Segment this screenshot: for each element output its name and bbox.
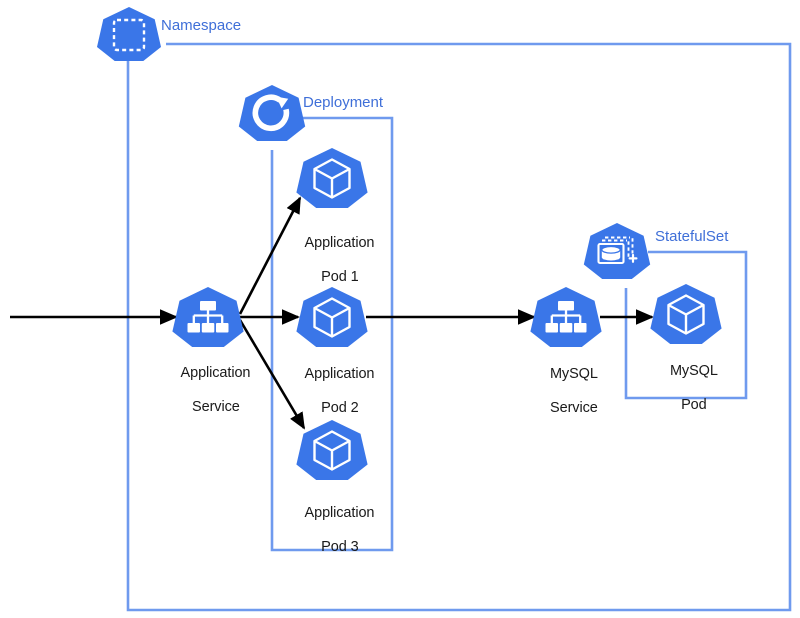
- application-pod-2-label-line1: Application: [304, 366, 375, 382]
- pod-icon-application-pod-3: [296, 420, 368, 480]
- deployment-icon: [238, 85, 306, 141]
- mysql-pod-label: MySQL Pod: [616, 346, 756, 431]
- arrow-application-service-to-pod-3: [238, 319, 306, 430]
- statefulset-boundary: [624, 250, 748, 400]
- mysql-pod-label-line1: MySQL: [669, 363, 718, 379]
- connection-arrows: [10, 196, 655, 430]
- application-pod-3-label-line1: Application: [304, 505, 375, 521]
- deployment-boundary: [270, 116, 394, 552]
- application-pod-2-label-line2: Pod 2: [321, 400, 359, 416]
- application-service-label-line1: Application: [180, 365, 251, 381]
- service-icon-mysql: [530, 287, 602, 347]
- application-service-label: Application Service: [138, 348, 278, 433]
- application-service-label-line2: Service: [192, 399, 240, 415]
- deployment-group-label: Deployment: [303, 94, 384, 111]
- application-pod-1-label-line2: Pod 1: [321, 269, 359, 285]
- application-pod-1-label: Application Pod 1: [262, 218, 402, 303]
- pod-icon-application-pod-2: [296, 287, 368, 347]
- statefulset-icon: [583, 223, 651, 279]
- mysql-service-label-line2: Service: [550, 400, 598, 416]
- arrow-application-service-to-pod-1: [238, 196, 302, 315]
- application-pod-2-label: Application Pod 2: [262, 349, 402, 434]
- application-pod-3-label-line2: Pod 3: [321, 539, 359, 555]
- application-pod-1-label-line1: Application: [304, 235, 375, 251]
- namespace-boundary: [126, 42, 792, 612]
- mysql-pod-label-line2: Pod: [681, 397, 707, 413]
- pod-icon-application-pod-1: [296, 148, 368, 208]
- application-pod-3-label: Application Pod 3: [262, 488, 402, 573]
- mysql-service-label: MySQL Service: [496, 349, 636, 434]
- statefulset-group-label: StatefulSet: [655, 228, 729, 245]
- mysql-service-label-line1: MySQL: [549, 366, 598, 382]
- service-icon-application: [172, 287, 244, 347]
- namespace-icon: [97, 7, 161, 61]
- namespace-group-label: Namespace: [161, 17, 242, 34]
- pod-icon-mysql-pod: [650, 284, 722, 344]
